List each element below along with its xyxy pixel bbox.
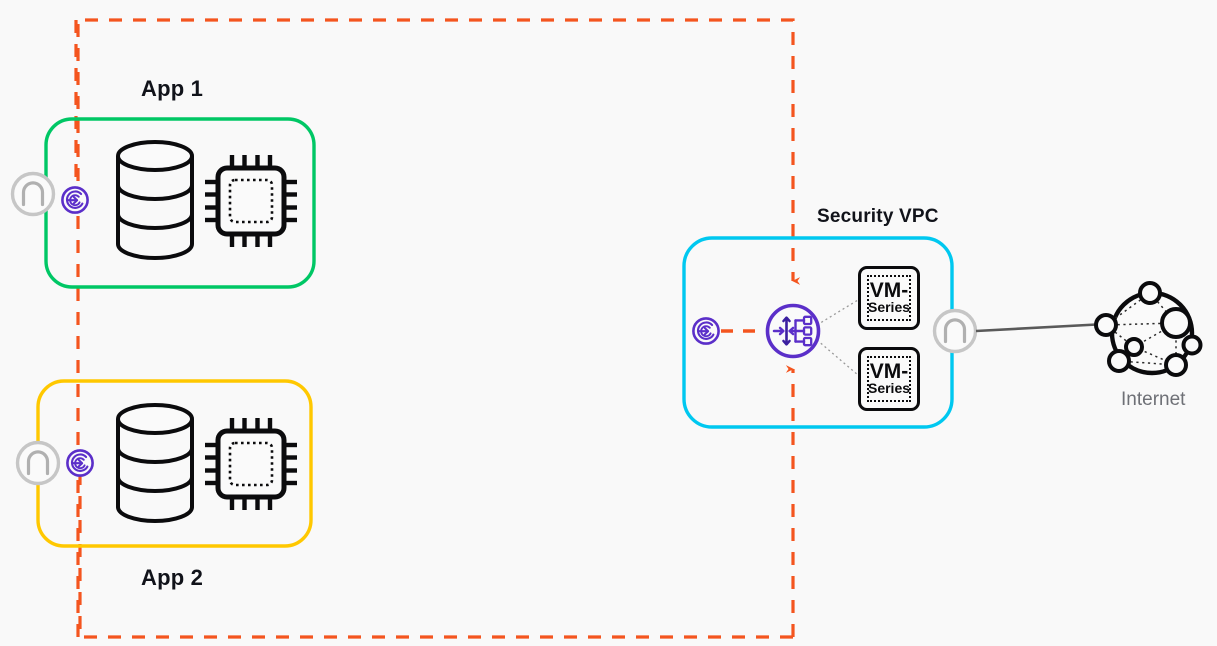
gateway-load-balancer-icon[interactable] — [765, 303, 821, 359]
database-icon — [116, 403, 194, 523]
zone-label-app1: App 1 — [141, 76, 204, 101]
internet-globe-icon — [1094, 281, 1203, 377]
zone-label-security-vpc: Security VPC — [817, 206, 939, 227]
vm-series-label-line2: Series — [867, 299, 911, 316]
vm-series-label-line1: VM- — [869, 278, 909, 302]
vm-series-inner-border: VM- Series — [867, 356, 911, 402]
vm-series-firewall[interactable]: VM- Series — [858, 266, 920, 330]
app1-vpc-endpoint-icon[interactable] — [61, 186, 89, 214]
compute-chip-icon — [205, 155, 297, 247]
security-vpc-gateway-icon[interactable] — [932, 308, 978, 354]
vm-series-label-line1: VM- — [869, 359, 909, 383]
app2-gateway-icon[interactable] — [15, 440, 61, 486]
vm-series-label-line2: Series — [867, 380, 911, 397]
vm-series-firewall[interactable]: VM- Series — [858, 347, 920, 411]
zone-label-app2: App 2 — [141, 565, 204, 590]
traffic-flow-boundary — [76, 18, 801, 639]
internet-label: Internet — [1121, 389, 1186, 410]
security-vpc-endpoint-icon[interactable] — [692, 317, 720, 345]
compute-chip-icon — [205, 418, 297, 510]
gateway-to-internet-link — [975, 322, 1107, 333]
app2-vpc-endpoint-icon[interactable] — [66, 449, 94, 477]
vm-series-inner-border: VM- Series — [867, 275, 911, 321]
app1-gateway-icon[interactable] — [10, 171, 56, 217]
database-icon — [116, 140, 194, 260]
load-balancer-to-firewall-links — [816, 299, 859, 376]
